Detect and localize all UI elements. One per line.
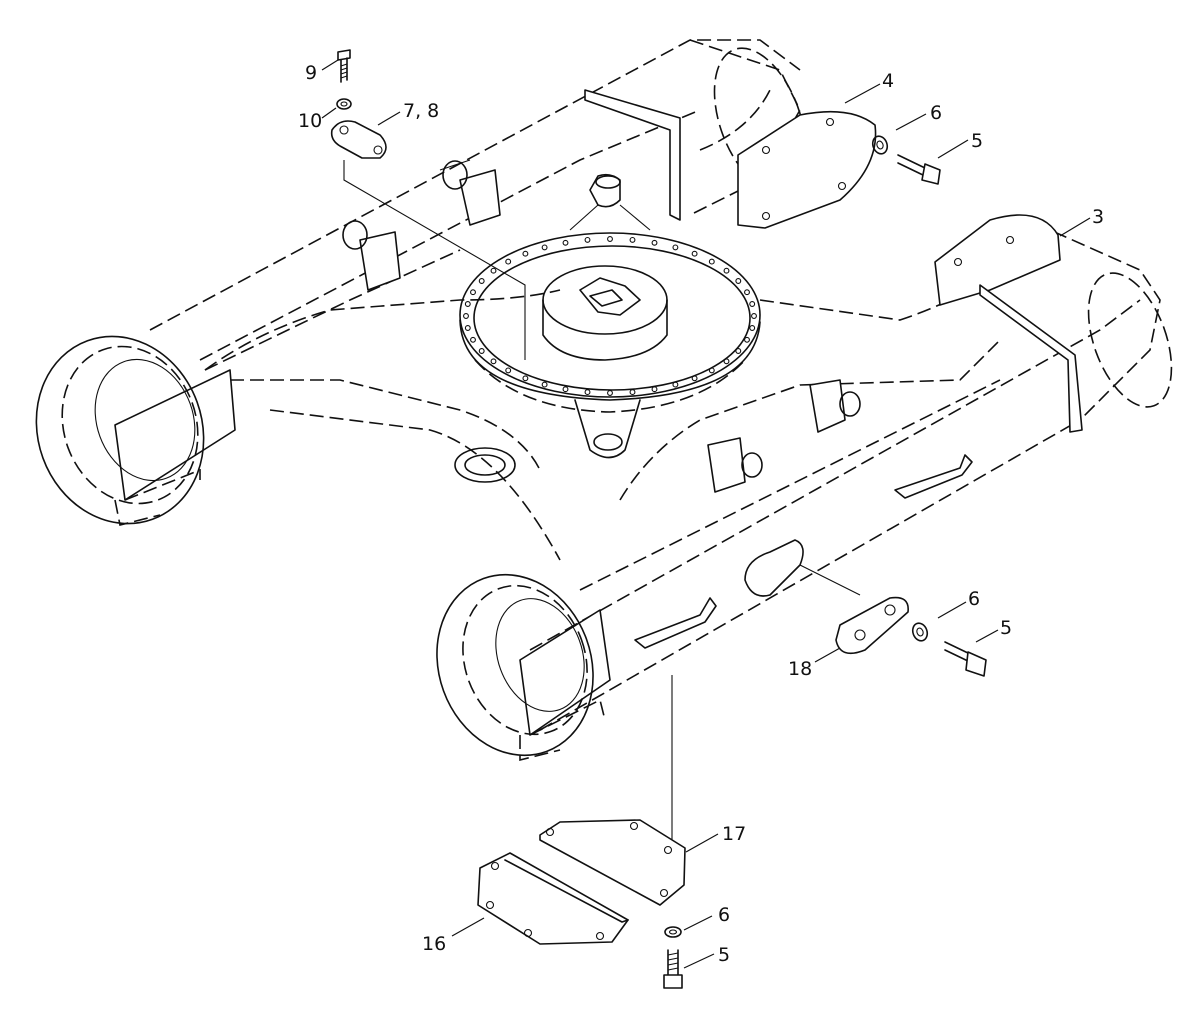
ring-bolt-hole <box>672 244 679 251</box>
frame-oval-port <box>454 447 516 483</box>
left-idler-wheel <box>35 335 205 525</box>
ring-bolt-hole <box>691 250 698 257</box>
callout-9: 9 <box>305 62 317 84</box>
track-frame <box>114 39 1161 762</box>
ring-bolt-hole <box>505 367 512 374</box>
callout-17: 17 <box>722 823 746 845</box>
assembly-line-7-8 <box>343 160 526 360</box>
ring-bolt-hole <box>541 381 548 388</box>
ring-bolt-hole <box>691 375 698 382</box>
ring-bolt-hole <box>735 278 742 284</box>
ring-bolt-hole <box>672 381 679 388</box>
track-adjuster-right-upper <box>809 379 861 433</box>
bolt-part-5-lower <box>663 949 683 989</box>
rear-sprocket-wheel <box>713 47 1173 408</box>
callout-6-upper: 6 <box>930 102 942 124</box>
bottom-plate-part-17 <box>539 819 686 906</box>
slewing-ring <box>459 173 761 459</box>
ring-bolt-hole <box>651 386 658 393</box>
ring-bolt-hole <box>463 313 469 319</box>
callout-5-upper: 5 <box>971 130 983 152</box>
ring-bolt-hole <box>470 289 476 296</box>
ring-bolt-hole <box>584 389 591 396</box>
callout-18: 18 <box>788 658 812 680</box>
ring-bolt-hole <box>749 301 756 307</box>
ring-bolt-hole <box>735 348 742 354</box>
ring-bolt-hole <box>478 278 485 284</box>
right-idler-wheel <box>436 573 594 757</box>
assembly-line-18 <box>799 564 861 596</box>
rail-slot <box>744 539 804 597</box>
callout-7-8: 7, 8 <box>403 100 439 122</box>
rail-bracket-1 <box>894 454 973 499</box>
ring-bolt-hole <box>651 239 658 246</box>
track-adjuster-right-lower <box>707 437 763 493</box>
ring-bolt-hole <box>723 267 730 274</box>
ring-bolt-hole <box>607 390 613 396</box>
ring-bolt-hole <box>584 236 591 243</box>
callout-5-middle: 5 <box>1000 617 1012 639</box>
ring-bolt-hole <box>522 250 529 257</box>
ring-bolt-hole <box>490 267 497 274</box>
ring-bolt-hole <box>744 336 750 343</box>
ring-bolt-hole <box>629 389 636 396</box>
bolt-part-5-upper <box>897 154 941 185</box>
ring-bolt-hole <box>708 367 715 374</box>
ring-bolt-hole <box>505 258 512 265</box>
callout-3: 3 <box>1092 206 1104 228</box>
callout-5-lower: 5 <box>718 944 730 966</box>
bolt-part-5-middle <box>944 641 987 677</box>
cover-plate-part-18 <box>835 596 909 655</box>
callout-4: 4 <box>882 70 894 92</box>
ring-bolt-hole <box>464 301 471 307</box>
ring-bolt-hole <box>723 358 730 365</box>
ring-bolt-hole <box>629 236 636 243</box>
ring-bolt-hole <box>490 358 497 365</box>
ring-bolt-hole <box>744 289 750 296</box>
washer-part-6-upper <box>871 135 889 155</box>
ring-bolt-hole <box>751 313 757 319</box>
track-adjuster-upper-left <box>439 159 501 226</box>
ring-bolt-hole <box>708 258 715 265</box>
ring-bolt-hole <box>562 239 569 246</box>
rail-bracket-2 <box>634 597 717 649</box>
bottom-plate-part-16 <box>477 852 629 945</box>
ring-bolt-hole <box>464 325 471 331</box>
ring-bolt-hole <box>607 236 613 242</box>
callout-10: 10 <box>298 110 322 132</box>
bolt-part-9 <box>337 49 351 83</box>
ring-bolt-hole <box>470 336 476 343</box>
track-adjuster-mid-left <box>342 220 401 291</box>
ring-bolt-hole <box>562 386 569 393</box>
ring-bolt-hole <box>541 244 548 251</box>
washer-part-6-middle <box>911 622 929 642</box>
ring-bolt-hole <box>478 348 485 354</box>
plate-part-7-8 <box>330 120 387 159</box>
washer-part-10 <box>336 98 352 110</box>
callout-6-middle: 6 <box>968 588 980 610</box>
cover-plate-part-4 <box>737 110 877 229</box>
washer-part-6-lower <box>664 926 682 938</box>
ring-bolt-hole <box>522 375 529 382</box>
callout-leaders <box>321 59 1091 969</box>
ring-bolt-hole <box>749 325 756 331</box>
slewing-ring-bolt-holes <box>463 236 757 396</box>
upper-side-bracket <box>584 89 681 221</box>
side-plate-part-3 <box>934 214 1083 433</box>
callout-labels: 9 10 7, 8 4 6 5 3 6 5 18 17 6 16 5 <box>298 62 1104 966</box>
callout-6-lower: 6 <box>718 904 730 926</box>
callout-16: 16 <box>422 933 446 955</box>
